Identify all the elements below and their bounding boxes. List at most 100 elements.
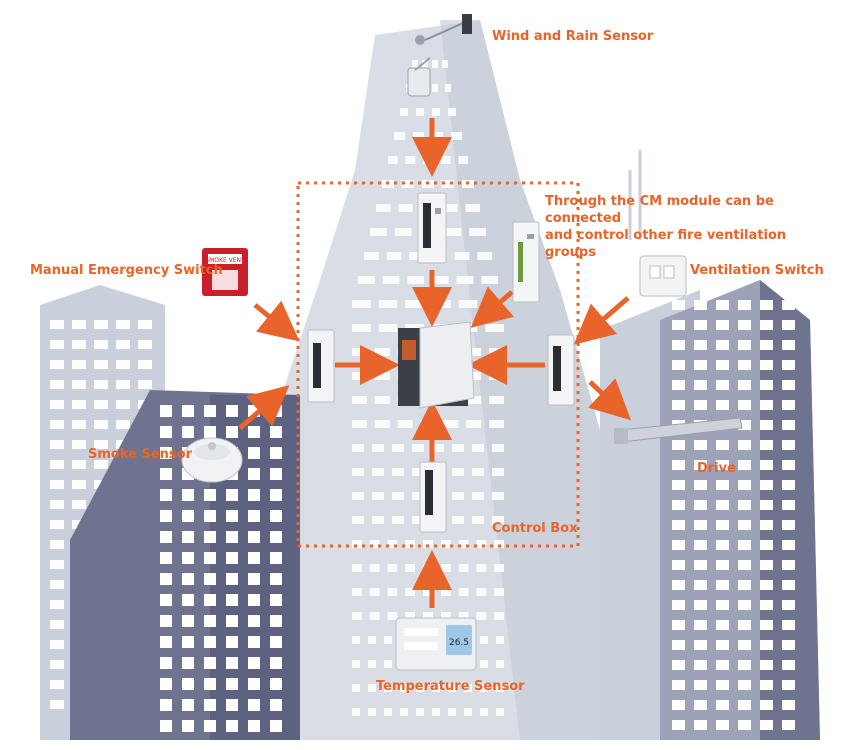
window: [369, 612, 380, 620]
label-cm-note-line1: Through the CM module can be connected: [545, 194, 774, 226]
window: [372, 444, 384, 452]
label-cm-note-line2: and control other fire ventilation group…: [545, 228, 787, 260]
drive-device: [614, 417, 743, 444]
window: [672, 580, 685, 590]
window: [182, 489, 194, 501]
window: [476, 540, 487, 548]
window: [352, 420, 367, 428]
window: [368, 684, 376, 692]
window: [672, 500, 685, 510]
window: [248, 510, 260, 522]
window: [416, 108, 424, 116]
control-box-device: [398, 321, 475, 409]
window: [248, 615, 260, 627]
window: [738, 720, 751, 730]
arrow-ventswitch-to-right-module: [573, 296, 630, 345]
arrow-smoke-to-left-module: [238, 385, 290, 430]
window: [738, 440, 751, 450]
window: [672, 700, 685, 710]
window: [496, 660, 504, 668]
window: [226, 678, 238, 690]
window: [432, 84, 438, 92]
window: [477, 252, 492, 260]
window: [782, 620, 795, 630]
emergency-switch-plate-text: SMOKE VENT: [205, 257, 245, 264]
window: [405, 612, 416, 620]
window: [694, 380, 707, 390]
window: [672, 400, 685, 410]
window: [442, 60, 448, 68]
window: [374, 420, 390, 428]
window: [416, 708, 424, 716]
window: [368, 636, 376, 644]
window: [368, 660, 376, 668]
window: [672, 460, 685, 470]
window: [760, 300, 773, 310]
window: [716, 300, 729, 310]
window: [378, 324, 398, 332]
window: [182, 405, 194, 417]
window: [398, 204, 413, 212]
window: [782, 540, 795, 550]
window: [138, 340, 152, 349]
window: [72, 320, 86, 329]
window: [387, 588, 398, 596]
window: [248, 468, 260, 480]
window: [782, 480, 795, 490]
window: [489, 396, 504, 404]
window: [458, 588, 469, 596]
window: [368, 708, 376, 716]
window: [432, 300, 451, 308]
window: [782, 320, 795, 330]
window: [458, 540, 469, 548]
window: [782, 720, 795, 730]
window: [672, 360, 685, 370]
window: [270, 489, 282, 501]
window: [204, 510, 216, 522]
window: [226, 615, 238, 627]
window: [72, 420, 86, 429]
window: [352, 372, 367, 380]
window: [182, 552, 194, 564]
label-manual-emergency-switch: Manual Emergency Switch: [30, 263, 223, 278]
window: [50, 660, 64, 669]
window: [738, 680, 751, 690]
window: [407, 276, 424, 284]
window: [352, 588, 362, 596]
wind-rain-sensor-device: [407, 14, 472, 97]
window: [782, 500, 795, 510]
bottom-module-device: [419, 461, 447, 533]
window: [248, 447, 260, 459]
window: [458, 156, 468, 164]
window: [94, 320, 108, 329]
window: [694, 440, 707, 450]
window: [489, 348, 504, 356]
window: [160, 657, 172, 669]
window: [466, 420, 482, 428]
window: [50, 460, 64, 469]
window: [248, 636, 260, 648]
window: [716, 660, 729, 670]
arrow-cm-to-box: [470, 286, 514, 328]
window: [782, 660, 795, 670]
window: [485, 324, 504, 332]
window: [760, 720, 773, 730]
window: [458, 300, 478, 308]
window: [412, 492, 424, 500]
window: [369, 564, 380, 572]
window: [472, 444, 484, 452]
window: [352, 516, 364, 524]
window: [423, 540, 433, 548]
window: [72, 380, 86, 389]
window: [409, 252, 424, 260]
window: [716, 320, 729, 330]
window: [440, 564, 451, 572]
label-cm-module-note: Through the CM module can be connected a…: [545, 193, 835, 261]
window: [716, 500, 729, 510]
window: [116, 420, 130, 429]
window: [492, 516, 504, 524]
window: [760, 500, 773, 510]
window: [694, 320, 707, 330]
window: [226, 594, 238, 606]
